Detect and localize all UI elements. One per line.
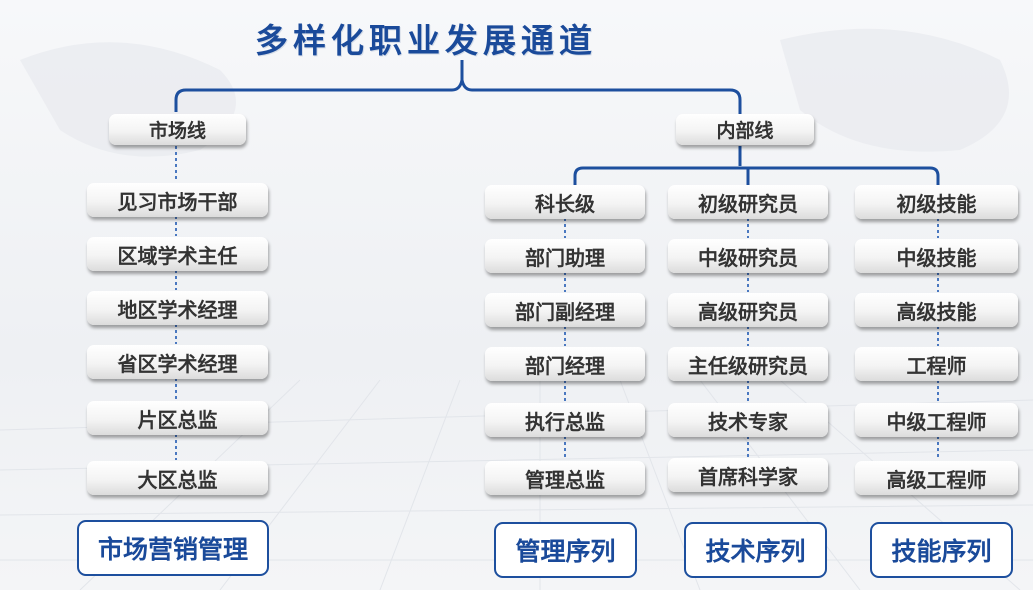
management-level-2[interactable]: 部门助理 <box>485 239 645 273</box>
sequence-technical-label[interactable]: 技术序列 <box>684 522 827 578</box>
technical-level-3[interactable]: 高级研究员 <box>668 293 828 327</box>
branch-internal-line[interactable]: 内部线 <box>676 114 814 145</box>
technical-level-2[interactable]: 中级研究员 <box>668 239 828 273</box>
market-level-2[interactable]: 区域学术主任 <box>87 237 268 271</box>
skill-level-2[interactable]: 中级技能 <box>855 239 1018 273</box>
page-title: 多样化职业发展通道 <box>255 21 597 60</box>
technical-level-4[interactable]: 主任级研究员 <box>668 347 828 381</box>
market-level-1[interactable]: 见习市场干部 <box>87 183 268 217</box>
skill-level-6[interactable]: 高级工程师 <box>855 461 1018 495</box>
technical-level-6[interactable]: 首席科学家 <box>668 458 828 492</box>
skill-level-5[interactable]: 中级工程师 <box>855 403 1018 437</box>
technical-level-1[interactable]: 初级研究员 <box>668 185 828 219</box>
branch-market-line[interactable]: 市场线 <box>109 114 246 145</box>
market-level-4[interactable]: 省区学术经理 <box>87 345 268 379</box>
sequence-management-label[interactable]: 管理序列 <box>494 522 637 578</box>
market-level-6[interactable]: 大区总监 <box>87 461 268 495</box>
management-level-3[interactable]: 部门副经理 <box>485 293 645 327</box>
market-level-5[interactable]: 片区总监 <box>87 401 268 435</box>
sequence-skill-label[interactable]: 技能序列 <box>870 522 1013 578</box>
market-level-3[interactable]: 地区学术经理 <box>87 291 268 325</box>
management-level-4[interactable]: 部门经理 <box>485 347 645 381</box>
sequence-market-label[interactable]: 市场营销管理 <box>77 520 269 576</box>
skill-level-3[interactable]: 高级技能 <box>855 293 1018 327</box>
management-level-1[interactable]: 科长级 <box>485 185 645 219</box>
management-level-5[interactable]: 执行总监 <box>485 403 645 437</box>
skill-level-1[interactable]: 初级技能 <box>855 185 1018 219</box>
skill-level-4[interactable]: 工程师 <box>855 347 1018 381</box>
technical-level-5[interactable]: 技术专家 <box>668 403 828 437</box>
management-level-6[interactable]: 管理总监 <box>485 461 645 495</box>
